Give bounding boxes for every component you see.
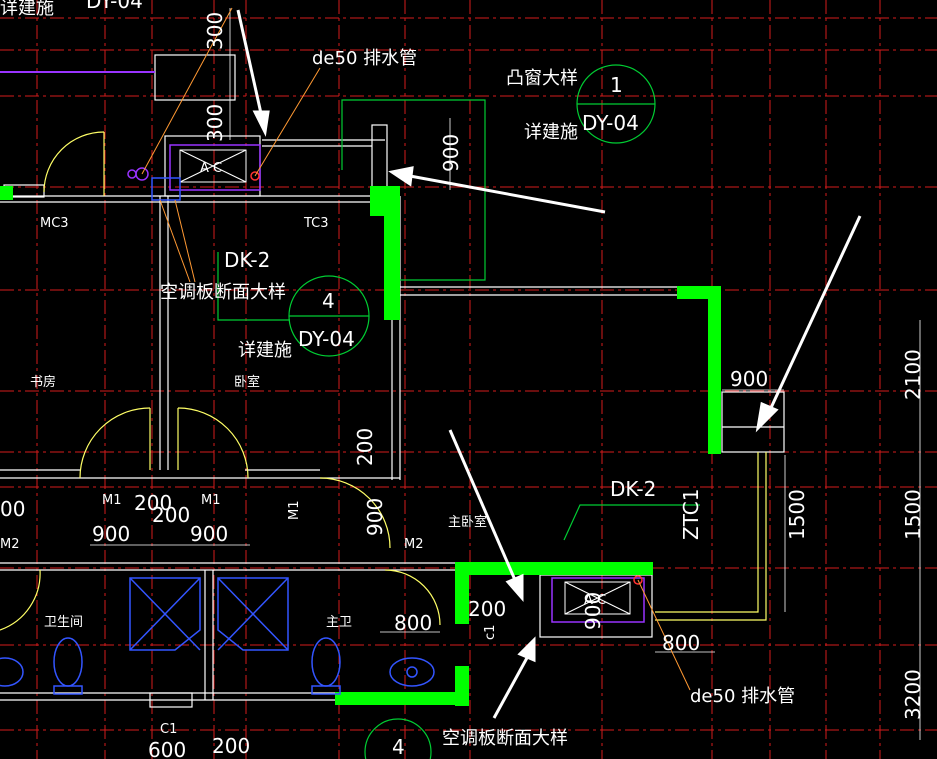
label-top-left-code: DY-04 <box>86 0 143 13</box>
label-ac-board-bottom: 空调板断面大样 <box>442 728 568 749</box>
dim-200-ac: 200 <box>468 597 506 621</box>
ac-grills <box>179 149 631 615</box>
drain-pipes <box>127 167 643 585</box>
dim-2100: 2100 <box>901 349 925 400</box>
dim-900-ac: 900 <box>581 592 605 630</box>
callout1-number: 1 <box>610 73 623 97</box>
leader-lines <box>141 7 691 691</box>
callout1-ref: 详建施 <box>524 122 578 143</box>
dim-200-bottom: 200 <box>212 734 250 758</box>
label-de50-top: de50 排水管 <box>312 48 417 69</box>
label-m1-left: M1 <box>102 493 122 508</box>
label-tc3: TC3 <box>303 216 329 231</box>
callout-symbols <box>217 64 700 759</box>
dim-800-left: 800 <box>394 611 432 635</box>
dim-1500-a: 1500 <box>785 489 809 540</box>
label-ac-bottom: A C <box>584 593 606 608</box>
dim-300-top: 300 <box>203 12 227 50</box>
label-m1-vertical: M1 <box>287 501 302 521</box>
dim-300-mid: 300 <box>203 104 227 142</box>
callout4b-number: 4 <box>392 735 405 759</box>
dim-900-right: 900 <box>730 367 768 391</box>
label-mc3: MC3 <box>40 216 69 231</box>
dimension-lines <box>90 8 921 740</box>
label-c1-bottom: C1 <box>160 722 177 737</box>
shower-trays <box>129 577 289 651</box>
dim-1500-b: 1500 <box>901 489 925 540</box>
toilets <box>0 637 435 695</box>
label-bathroom: 卫生间 <box>44 615 83 630</box>
label-master-bedroom: 主卧室 <box>448 514 487 530</box>
label-bedroom: 卧室 <box>234 374 260 390</box>
label-master-bath: 主卫 <box>326 615 352 630</box>
annotation-arrows <box>236 9 862 719</box>
label-de50-bottom: de50 排水管 <box>690 686 795 707</box>
label-top-left-ref: 详建施 <box>0 0 54 19</box>
dim-200-vert: 200 <box>353 428 377 466</box>
doors <box>0 131 767 631</box>
label-m1-right: M1 <box>201 493 221 508</box>
label-ztc1: ZTC1 <box>679 489 703 540</box>
dim-900-a: 900 <box>92 522 130 546</box>
dim-00-left: 00 <box>0 497 25 521</box>
label-m2-right: M2 <box>404 537 424 552</box>
dim-800-right: 800 <box>662 631 700 655</box>
label-ac-board-left: 空调板断面大样 <box>160 282 286 303</box>
ac-units <box>0 71 645 623</box>
label-ac-top: A C <box>200 161 222 176</box>
callout4-ref: 详建施 <box>238 340 292 361</box>
callout4-code: DY-04 <box>298 327 355 351</box>
dim-200-b: 200 <box>152 503 190 527</box>
label-c1-vertical: c1 <box>483 625 498 640</box>
label-study: 书房 <box>30 374 56 390</box>
callout1-code: DY-04 <box>582 111 639 135</box>
dim-3200: 3200 <box>901 669 925 720</box>
dim-900-door: 900 <box>363 498 387 536</box>
dim-600: 600 <box>148 738 186 759</box>
dim-900-window: 900 <box>439 134 463 172</box>
dim-200-a: 200 <box>134 491 172 515</box>
label-bay-window: 凸窗大样 <box>506 68 578 89</box>
label-m2-left: M2 <box>0 537 20 552</box>
walls <box>0 54 785 708</box>
label-dk2-left: DK-2 <box>224 248 270 272</box>
highlighted-walls <box>0 186 721 706</box>
label-dk2-right: DK-2 <box>610 477 656 501</box>
dim-900-b: 900 <box>190 522 228 546</box>
callout4-number: 4 <box>322 289 335 313</box>
